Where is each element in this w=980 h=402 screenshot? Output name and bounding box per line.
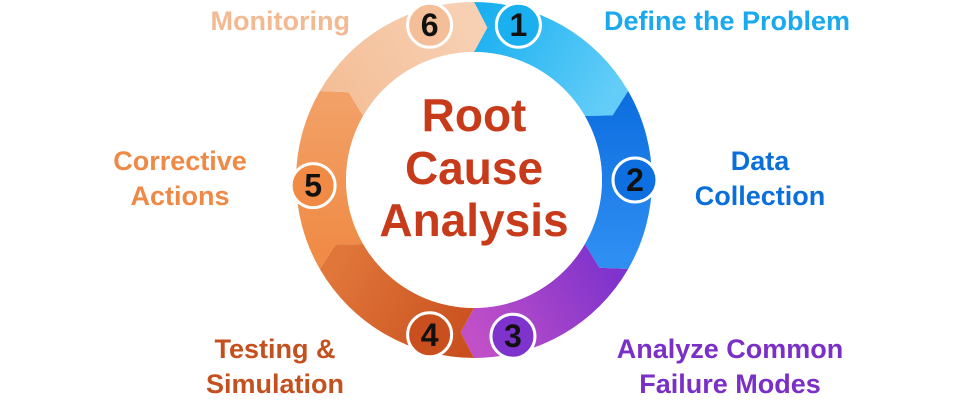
badge-circle [611, 156, 659, 204]
center-title-line-3: Analysis [379, 194, 568, 246]
ring-center-disc [346, 52, 602, 308]
step-label-monitoring: Monitoring [150, 4, 350, 39]
step-label-data-collection: Data Collection [640, 144, 880, 214]
step-label-line: Define the Problem [604, 6, 851, 36]
step-number-badge-monitoring: 6 [406, 1, 454, 49]
badge-number: 2 [626, 162, 644, 198]
step-label-line: Corrective [113, 146, 247, 176]
step-label-line: Monitoring [210, 6, 350, 36]
center-title-line-1: Root [422, 89, 527, 141]
badge-number: 4 [421, 317, 439, 353]
step-label-line: Collection [694, 181, 826, 211]
step-label-line: Testing & [214, 334, 336, 364]
badge-circle [494, 1, 542, 49]
step-number-badges: 1 2 3 4 5 6 [289, 1, 659, 360]
badge-circle [289, 162, 337, 210]
step-label-corrective-actions: Corrective Actions [80, 144, 280, 214]
step-label-line: Actions [130, 181, 230, 211]
badge-number: 6 [421, 7, 439, 43]
badge-circle [489, 312, 537, 360]
center-title: Root Cause Analysis [379, 89, 568, 246]
step-number-badge-testing-simulation: 4 [406, 311, 454, 359]
badge-circle [406, 1, 454, 49]
step-label-analyze-common-failure-modes: Analyze Common Failure Modes [580, 332, 880, 402]
badge-number: 1 [509, 7, 527, 43]
badge-circle [406, 311, 454, 359]
badge-number: 3 [504, 318, 522, 354]
step-label-line: Data [730, 146, 790, 176]
center-title-line-2: Cause [405, 142, 543, 194]
badge-number: 5 [304, 168, 322, 204]
step-label-define-the-problem: Define the Problem [604, 4, 904, 39]
step-label-testing-simulation: Testing & Simulation [175, 332, 375, 402]
step-number-badge-analyze-common-failure-modes: 3 [489, 312, 537, 360]
step-label-line: Failure Modes [639, 369, 821, 399]
step-number-badge-data-collection: 2 [611, 156, 659, 204]
step-label-line: Analyze Common [616, 334, 844, 364]
step-number-badge-define-the-problem: 1 [494, 1, 542, 49]
step-label-line: Simulation [205, 369, 344, 399]
step-number-badge-corrective-actions: 5 [289, 162, 337, 210]
